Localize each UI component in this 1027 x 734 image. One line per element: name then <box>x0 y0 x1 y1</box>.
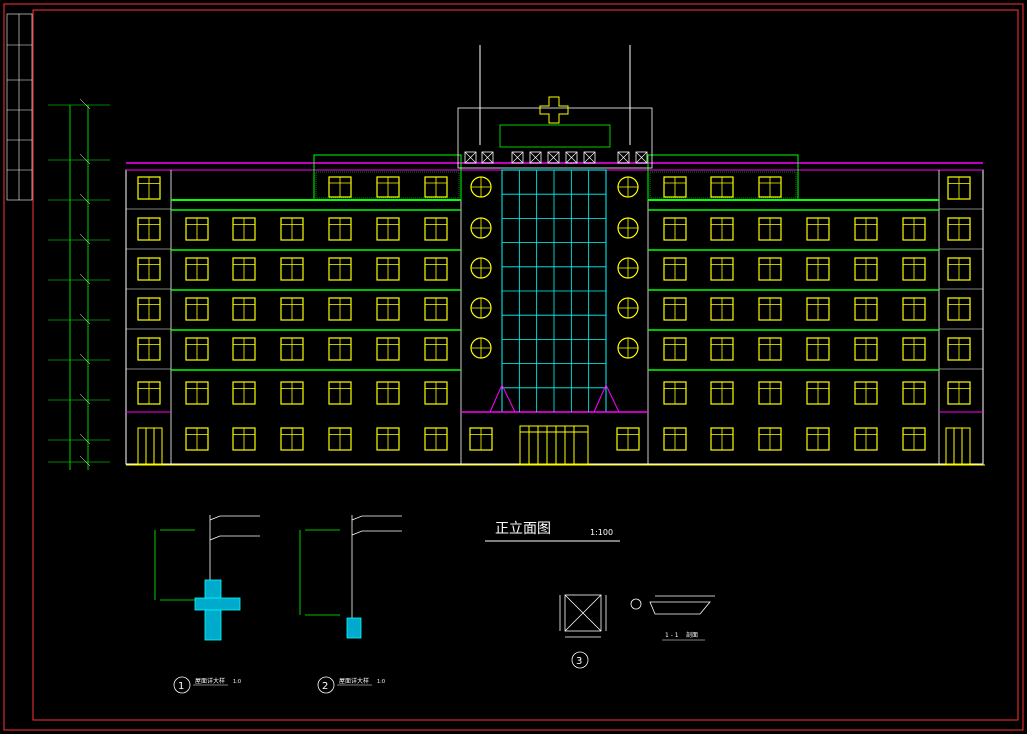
dimension-mark <box>79 193 91 205</box>
main-scale: 1:100 <box>590 528 613 537</box>
elevation-dimension-column <box>48 98 110 470</box>
tower-vent <box>635 151 648 164</box>
tower-vent-x <box>617 151 630 164</box>
dimension-mark <box>79 313 91 325</box>
detail-1-number: 1 <box>178 681 184 692</box>
tower-vent-x <box>511 151 524 164</box>
dimension-mark <box>79 233 91 245</box>
tower-vent <box>481 151 494 164</box>
tower-vent-x <box>464 151 477 164</box>
building-elevation <box>125 45 985 466</box>
dimension-mark <box>79 353 91 365</box>
title-strip <box>6 13 33 201</box>
canopy-strut <box>593 384 620 413</box>
tower-vent <box>511 151 524 164</box>
detail-2 <box>299 515 402 639</box>
tower-vent <box>464 151 477 164</box>
tower-top <box>457 107 653 169</box>
side-door-left <box>137 427 163 465</box>
dimension-mark <box>79 455 91 467</box>
roof-hatch-left <box>315 171 460 199</box>
detail-3-number: 3 <box>576 656 582 667</box>
detail-1 <box>154 515 260 641</box>
dimension-mark <box>79 273 91 285</box>
main-title: 正立面图 <box>495 521 551 537</box>
tower-vent-x <box>565 151 578 164</box>
detail-3 <box>559 594 715 638</box>
section-label: 1 - 1 <box>665 632 679 639</box>
detail-2-title: 屋面详大样 <box>339 677 369 685</box>
side-door-right <box>945 427 971 465</box>
dimension-mark <box>79 433 91 445</box>
dimension-mark <box>79 98 91 110</box>
tower-vent-x <box>635 151 648 164</box>
roof-hatch-right <box>649 171 797 199</box>
tower-vent <box>547 151 560 164</box>
canopy-strut <box>489 384 516 413</box>
tower-vent <box>565 151 578 164</box>
tower-vent-x <box>481 151 494 164</box>
tower-vent <box>617 151 630 164</box>
entrance-door <box>519 425 589 465</box>
dimension-mark <box>79 153 91 165</box>
detail-1-title: 屋面详大样 <box>195 677 225 685</box>
detail-1-scale: 1:0 <box>233 679 241 685</box>
dimension-mark <box>79 393 91 405</box>
tower-vent <box>583 151 596 164</box>
tower-vent-x <box>529 151 542 164</box>
outer-frame <box>3 3 1024 731</box>
section-suffix: 剖面 <box>686 631 698 639</box>
inner-frame <box>32 9 1019 721</box>
detail-2-scale: 1:0 <box>377 679 385 685</box>
tower-vent-x <box>583 151 596 164</box>
tower-vent <box>529 151 542 164</box>
detail-2-number: 2 <box>322 681 328 692</box>
tower-vent-x <box>547 151 560 164</box>
cross-icon <box>539 96 569 124</box>
